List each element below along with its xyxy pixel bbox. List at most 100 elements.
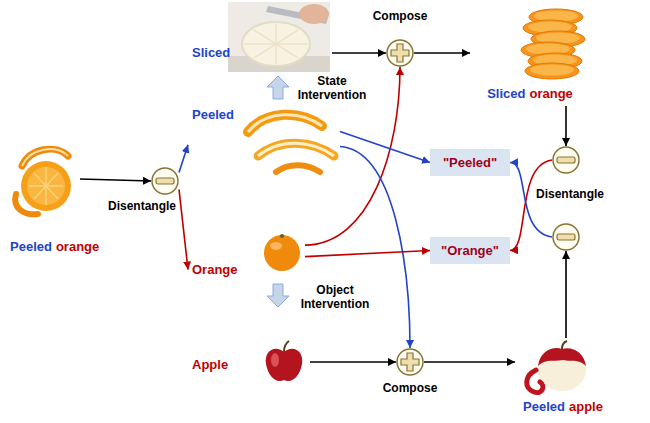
photo-illustration xyxy=(518,3,590,83)
illustration-part xyxy=(562,341,567,349)
photo-node: Peeled xyxy=(188,92,340,180)
photo-illustration xyxy=(520,340,592,395)
illustration-part xyxy=(299,4,329,24)
illustration-part xyxy=(258,143,334,156)
photo-node: Sliced xyxy=(188,2,332,74)
state-intervention-arrow xyxy=(267,76,289,99)
node-caption: orange xyxy=(529,87,572,102)
intervention-label: Object Intervention xyxy=(290,283,380,312)
connector-arrow xyxy=(565,106,567,146)
illustration-part xyxy=(27,167,65,205)
illustration-part xyxy=(401,353,419,371)
illustration-part xyxy=(397,349,423,375)
illustration-part xyxy=(270,242,282,250)
illustration-part xyxy=(15,194,38,214)
illustration-part xyxy=(156,178,174,184)
node-caption: Orange xyxy=(192,263,238,278)
illustration-part xyxy=(391,44,409,62)
caption-group: Peeled apple xyxy=(523,400,603,415)
connector-arrow xyxy=(510,160,552,251)
illustration-part xyxy=(264,235,300,271)
illustration-part xyxy=(527,370,543,393)
object-intervention-arrow xyxy=(267,284,289,307)
node-caption: Peeled xyxy=(192,108,234,123)
disentangle-operator xyxy=(552,223,580,251)
illustration-part xyxy=(152,168,178,194)
illustration-part xyxy=(530,65,574,76)
node-caption: Disentangle xyxy=(536,188,604,202)
connector-arrow xyxy=(340,147,410,348)
connector-arrow xyxy=(310,361,396,363)
illustration-part xyxy=(228,2,330,72)
illustration-part xyxy=(284,341,289,352)
connector-arrow xyxy=(414,52,470,54)
illustration-part xyxy=(244,24,308,64)
illustration-part xyxy=(557,234,575,240)
photo-illustration xyxy=(228,2,330,72)
operator-symbol xyxy=(552,146,580,174)
illustration-part xyxy=(21,161,71,211)
photo-illustration xyxy=(262,230,302,272)
photo-illustration xyxy=(262,340,306,384)
illustration-part xyxy=(525,63,579,79)
photo-node: Orange xyxy=(188,228,305,280)
connector-arrow xyxy=(305,251,430,257)
illustration-part xyxy=(29,167,63,205)
connector-arrow xyxy=(179,189,188,269)
node-caption: Peeled xyxy=(523,400,565,415)
caption-group: Apple xyxy=(192,358,228,373)
concept-box: "Orange" xyxy=(430,237,510,264)
box-label: "Peeled" xyxy=(443,155,497,170)
connector-arrow xyxy=(179,145,188,173)
node-caption: Disentangle xyxy=(108,200,176,214)
caption-group: Disentangle xyxy=(108,200,176,214)
disentangle-operator: Disentangle xyxy=(151,167,179,195)
illustration-part xyxy=(242,22,310,66)
intervention-label: State Intervention xyxy=(292,74,372,103)
node-caption: orange xyxy=(56,240,99,255)
caption-group: Compose xyxy=(383,382,438,396)
disentangle-operator: Disentangle xyxy=(552,146,580,174)
illustration-part xyxy=(22,149,68,166)
node-caption: Compose xyxy=(383,382,438,396)
node-caption: Sliced xyxy=(192,46,230,61)
photo-node: Sliced orange xyxy=(470,3,595,106)
caption-group: Disentangle xyxy=(536,188,604,202)
illustration-part xyxy=(538,348,586,366)
illustration-part xyxy=(280,234,284,238)
photo-illustration xyxy=(240,104,340,178)
illustration-part xyxy=(266,349,303,381)
connector-arrow xyxy=(424,361,515,363)
compose-operator: Compose xyxy=(386,39,414,67)
illustration-part xyxy=(553,147,579,173)
illustration-part xyxy=(387,40,413,66)
caption-group: Sliced orange xyxy=(487,87,573,102)
photo-illustration xyxy=(8,140,80,218)
illustration-part xyxy=(271,353,279,367)
caption-group: Sliced xyxy=(192,46,230,61)
photo-node: Peeled apple xyxy=(515,338,612,418)
connector-arrow xyxy=(80,179,151,181)
caption-group: Peeled orange xyxy=(10,240,99,255)
connector-arrow xyxy=(340,132,430,163)
illustration-part xyxy=(557,157,575,163)
operator-symbol xyxy=(386,39,414,67)
operator-symbol xyxy=(151,167,179,195)
node-caption: Apple xyxy=(192,358,228,373)
illustration-part xyxy=(248,115,322,132)
connector-arrow xyxy=(332,52,386,54)
connector-arrow xyxy=(565,251,567,338)
photo-node: Apple xyxy=(188,338,310,386)
operator-symbol xyxy=(552,223,580,251)
photo-node: Peeledorange xyxy=(8,140,80,218)
node-caption: Peeled xyxy=(10,240,52,255)
illustration-part xyxy=(258,143,334,156)
concept-box: "Peeled" xyxy=(430,149,510,176)
compose-operator: Compose xyxy=(396,348,424,376)
illustration-part xyxy=(248,115,322,132)
node-caption: apple xyxy=(569,400,603,415)
node-caption: Sliced xyxy=(487,87,525,102)
caption-group: Peeled xyxy=(192,108,234,123)
